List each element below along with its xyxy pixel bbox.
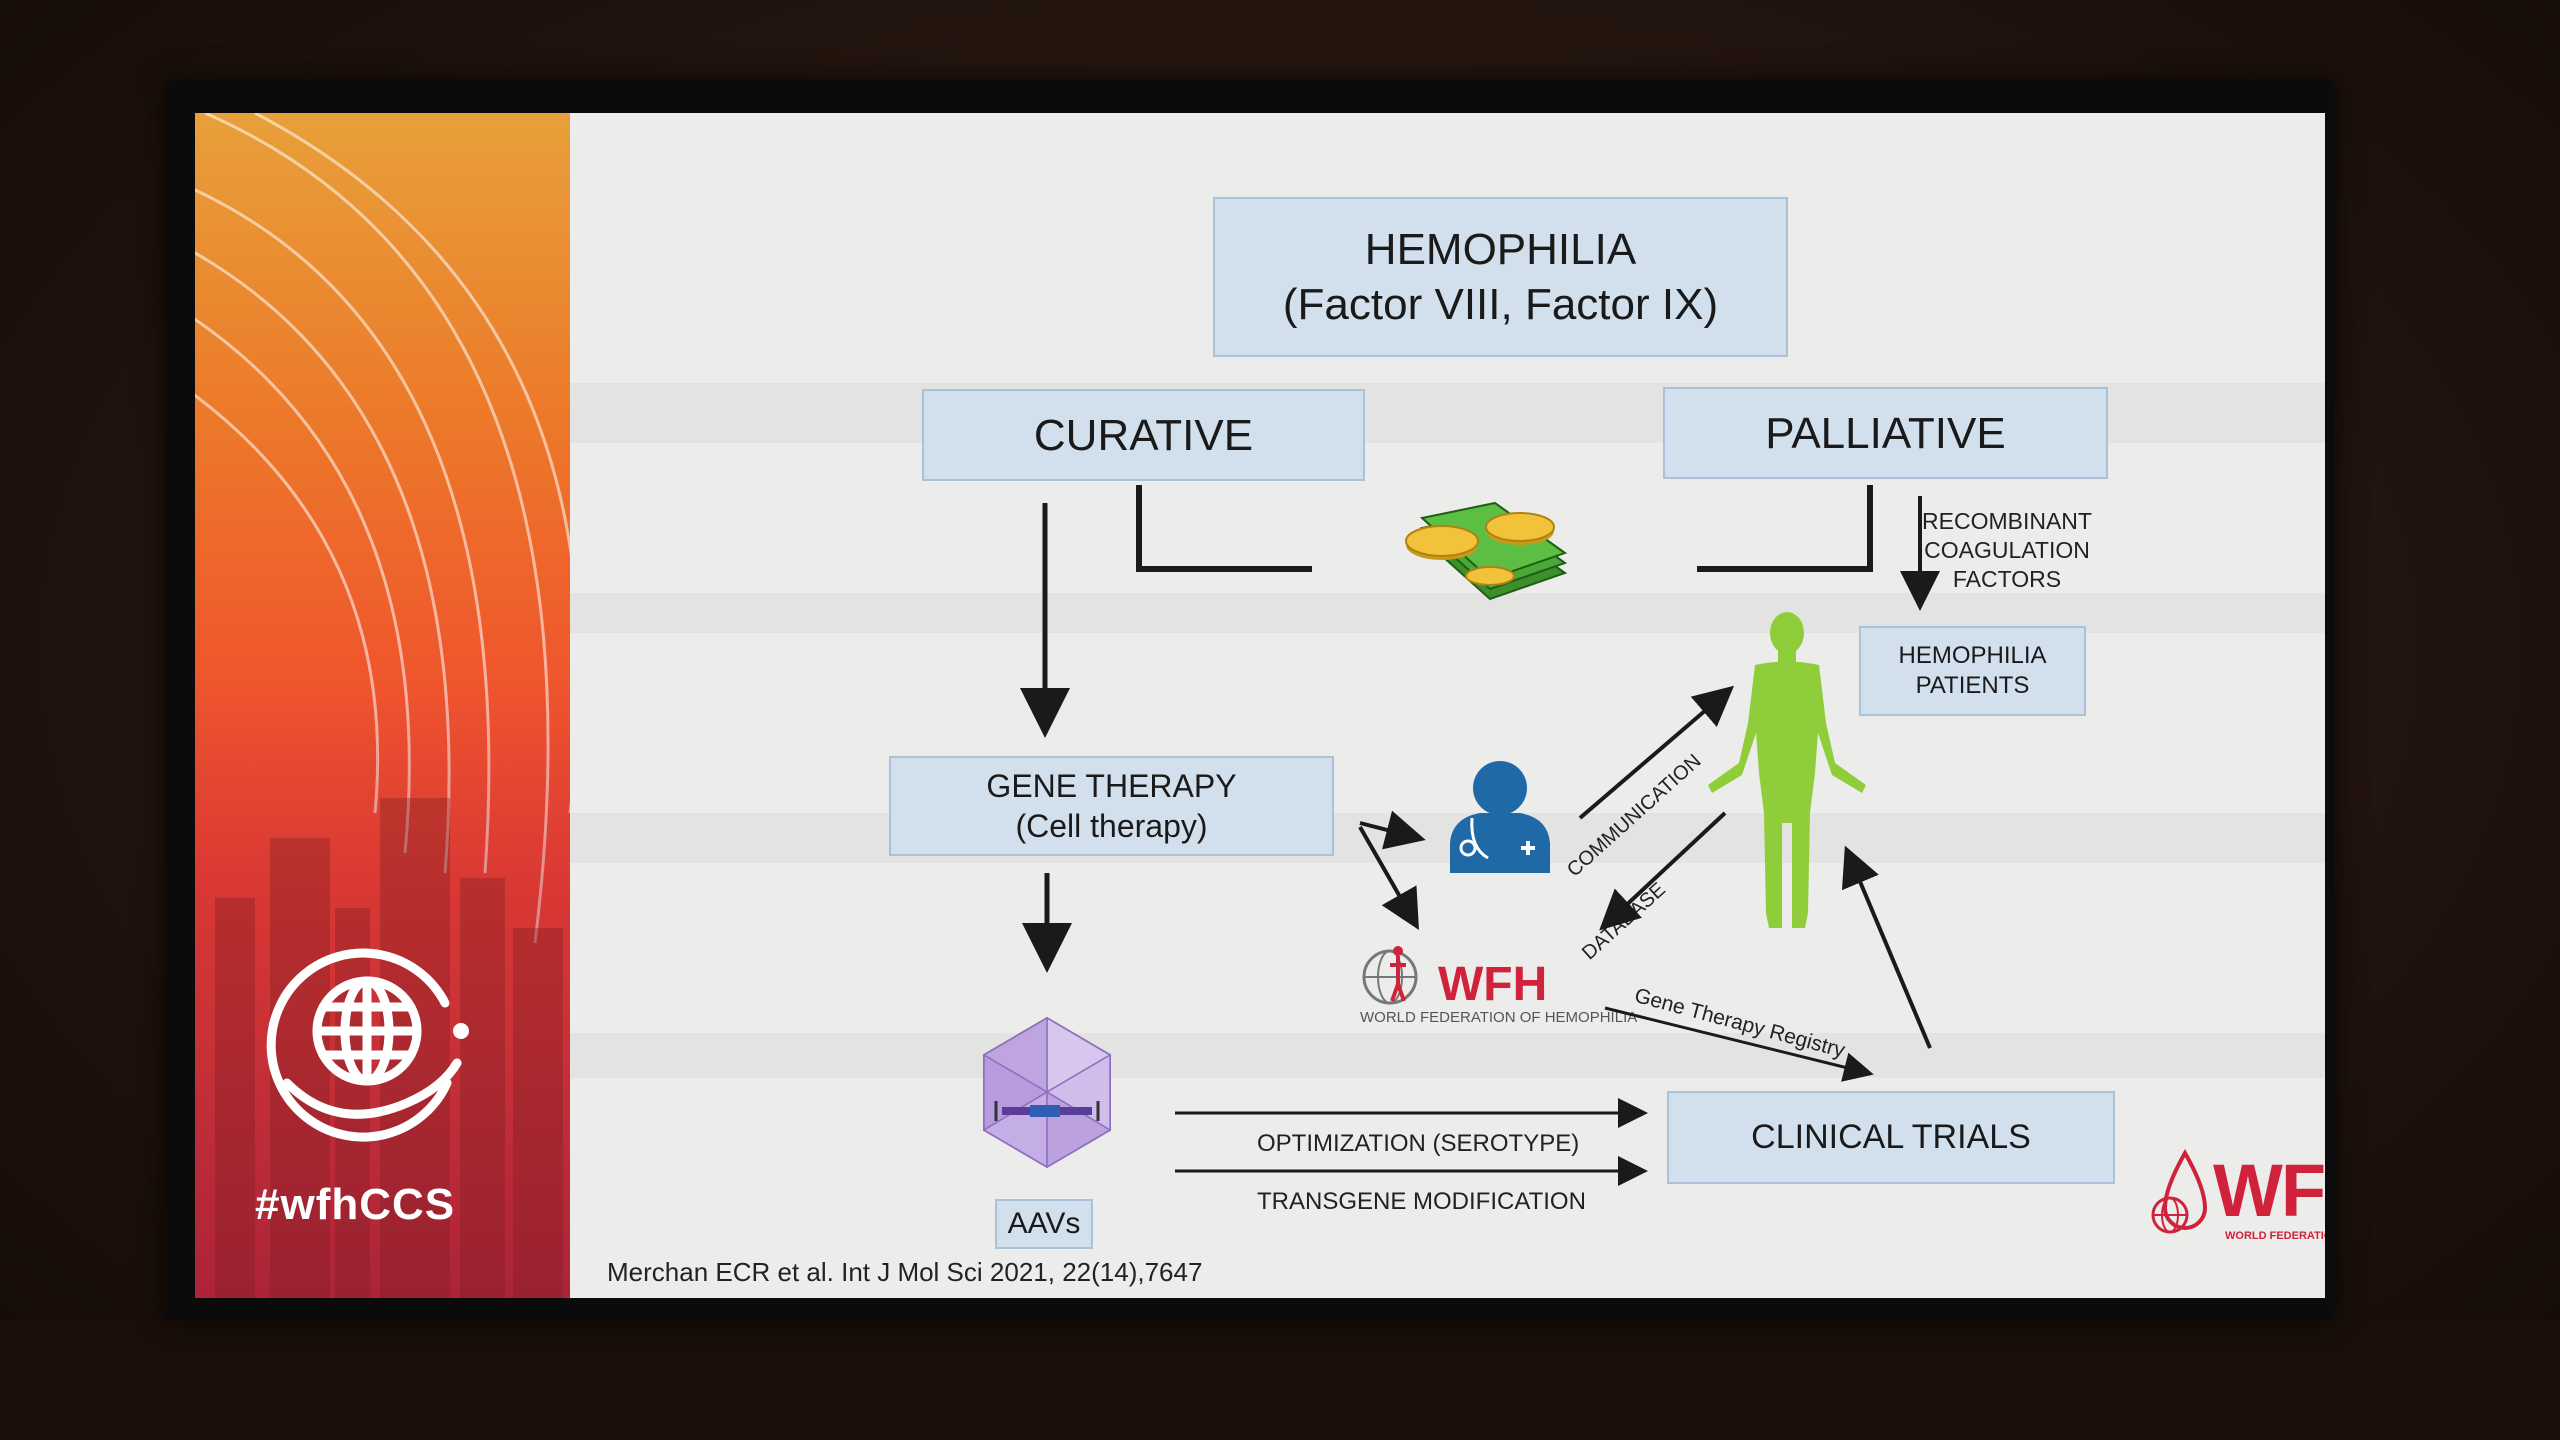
patients-line-1: HEMOPHILIA [1898,642,2047,669]
hashtag-label: #wfhCCS [255,1180,456,1229]
hemophilia-subtitle: (Factor VIII, Factor IX) [1282,280,1719,329]
doctor-icon [1450,761,1550,873]
aavs-label: AAVs [1007,1207,1081,1241]
gene-therapy-box: GENE THERAPY (Cell therapy) [889,756,1334,856]
citation: Merchan ECR et al. Int J Mol Sci 2021, 2… [607,1257,1203,1287]
room-background [0,1320,2560,1440]
gene-therapy-to-wfh-arrow [1358,826,1419,930]
recombinant-line-3: FACTORS [1952,565,2062,592]
clinical-trials-label: CLINICAL TRIALS [1751,1118,2031,1157]
palliative-box: PALLIATIVE [1663,387,2108,479]
wfh-ccs-globe-hand-icon [266,948,469,1142]
gene-therapy-to-doctor-arrow [1359,810,1426,850]
registry-arrow [1604,1006,1874,1082]
curative-box: CURATIVE [922,389,1365,481]
recombinant-line-2: COAGULATION [1924,536,2090,563]
hemophilia-patients-box: HEMOPHILIA PATIENTS [1859,626,2086,716]
gene-therapy-label: GENE THERAPY [986,768,1237,804]
wfh-globe-figure-icon [1362,946,1418,1005]
wfh-small-wordmark: WFH [1438,958,1548,1011]
communication-arrow [1578,685,1735,820]
hemophilia-title: HEMOPHILIA [1364,225,1637,274]
optimization-label: OPTIMIZATION (SEROTYPE) [1257,1130,1580,1157]
trials-to-patients-arrow [1841,845,1932,1049]
wfh-small-tagline: WORLD FEDERATION OF HEMOPHILIA [1360,1009,1638,1026]
recombinant-factors-label: RECOMBINANT COAGULATION FACTORS [1912,507,2102,593]
left-brand-panel: #wfhCCS [195,113,570,1298]
transgene-label: TRANSGENE MODIFICATION [1257,1188,1586,1215]
curative-cost-bracket [1136,485,1312,572]
wfh-corner-wordmark: WFH [2213,1149,2325,1232]
money-icon [1405,501,1568,601]
palliative-cost-bracket [1697,485,1873,572]
wfh-drop-globe-icon [2151,1148,2208,1234]
wfh-small-logo: WFH WORLD FEDERATION OF HEMOPHILIA [1360,939,1650,1029]
diagram-connectors [982,485,1940,1186]
aavs-box: AAVs [995,1199,1093,1249]
palliative-label: PALLIATIVE [1765,408,2006,458]
wfh-corner-tagline: WORLD FEDERATION OF HEMOPHILIA [2225,1230,2325,1242]
patients-line-2: PATIENTS [1915,672,2030,699]
diagram-area: HEMOPHILIA (Factor VIII, Factor IX) CURA… [570,113,2325,1298]
clinical-trials-box: CLINICAL TRIALS [1667,1091,2115,1184]
hemophilia-box: HEMOPHILIA (Factor VIII, Factor IX) [1213,197,1788,357]
database-arrow [1599,811,1727,931]
cell-therapy-label: (Cell therapy) [1015,808,1208,844]
presentation-slide: #wfhCCS HEMOPHILIA (Factor VIII, Factor … [195,113,2325,1298]
aav-capsid-icon [982,1016,1112,1169]
human-figure-icon [1708,612,1866,928]
wfh-corner-logo: WFH WORLD FEDERATION OF HEMOPHILIA [2151,1148,2325,1258]
curative-label: CURATIVE [1033,410,1254,460]
recombinant-line-1: RECOMBINANT [1922,508,2092,534]
